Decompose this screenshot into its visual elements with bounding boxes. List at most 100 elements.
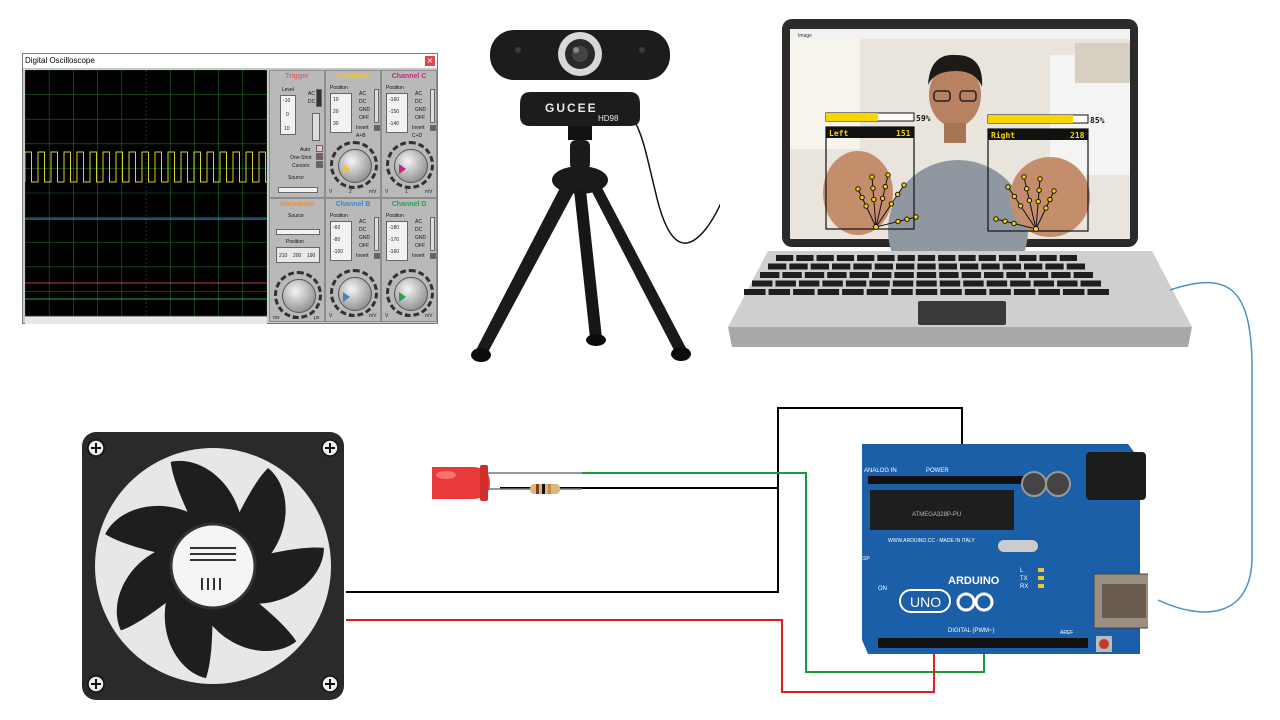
keyboard-key (1002, 263, 1021, 270)
hand-keypoint (859, 194, 865, 201)
wrist-keypoint (873, 224, 879, 230)
invert-button[interactable] (430, 125, 436, 131)
hand-keypoint (863, 203, 869, 209)
volts-knob[interactable] (338, 149, 372, 183)
hand-keypoint (993, 216, 999, 222)
laptop-base-front (728, 327, 1192, 347)
tick: -180 (389, 225, 400, 231)
invert-button[interactable] (430, 253, 436, 259)
unit-label: 1 (405, 189, 408, 195)
horizontal-source-slider[interactable] (276, 229, 320, 235)
keyboard-key (768, 289, 791, 295)
keyboard-key (877, 255, 895, 261)
keyboard-key (827, 272, 847, 278)
black-wire-gnd (500, 407, 963, 489)
keyboard-key (810, 263, 829, 270)
keyboard-key (1010, 280, 1031, 287)
trigger-edge-switch[interactable] (316, 89, 322, 107)
unit-label: V (385, 189, 389, 195)
knob-indicator (399, 292, 406, 302)
keyboard-key (938, 263, 957, 270)
channel-position-slider[interactable]: -60-80-100 (330, 221, 352, 261)
coupling-switch[interactable] (430, 89, 435, 123)
wrist-keypoint (1033, 226, 1039, 232)
coupling-label: GND (359, 235, 371, 241)
oscilloscope-screen (25, 70, 267, 316)
horizontal-position-slider[interactable]: 210 200 190 (276, 247, 320, 263)
person-face (929, 63, 981, 127)
channel-d-title: Channel D (391, 201, 427, 208)
keyboard-key (793, 289, 815, 295)
one-shot-button[interactable] (316, 153, 323, 160)
arduino-uno-board: ATMEGA328P-PU POWER ANALOG IN WWW.ARDUIN… (858, 444, 1148, 654)
timebase-knob[interactable] (282, 279, 316, 313)
uno-badge (899, 589, 951, 613)
keyboard-key (939, 272, 959, 278)
board-brand: ARDUINO (948, 575, 1000, 587)
coupling-switch[interactable] (374, 217, 379, 251)
coupling-label: AC (415, 91, 422, 97)
invert-label: Invert (412, 253, 425, 259)
keyboard-key (894, 272, 914, 278)
unit-label: mV (425, 313, 433, 319)
coupling-label: GND (359, 107, 371, 113)
keyboard-key (1062, 289, 1085, 295)
readout: 210 (279, 253, 288, 259)
hand-keypoint (1011, 220, 1017, 227)
tripod-neck (570, 140, 590, 170)
hand-keypoint (1021, 174, 1027, 180)
keyboard-key (984, 272, 1004, 278)
right-hand-header (988, 129, 1088, 140)
keyboard-key (963, 280, 984, 287)
hand-keypoint (901, 182, 907, 188)
usb-b-socket (1102, 584, 1146, 618)
cursors-button[interactable] (316, 161, 323, 168)
unit-label: V (329, 189, 333, 195)
volts-knob[interactable] (394, 277, 428, 311)
invert-button[interactable] (374, 253, 380, 259)
fan-screw-crosses (91, 443, 335, 689)
left-hand-skeleton (855, 172, 919, 230)
coupling-label: OFF (415, 243, 425, 249)
invert-button[interactable] (374, 125, 380, 131)
volts-knob[interactable] (394, 149, 428, 183)
webcam-on-tripod: GUCEE HD98 (471, 30, 720, 362)
coupling-switch[interactable] (430, 217, 435, 251)
trigger-mode-switch[interactable] (312, 113, 320, 141)
board-l-label: L (1020, 568, 1024, 574)
invert-label: Invert (412, 125, 425, 131)
fan-hub (169, 522, 257, 610)
trigger-level-slider[interactable]: -10 0 10 (280, 95, 296, 135)
position-label: Position (330, 213, 348, 219)
tripod-foot (671, 347, 691, 361)
tick: -160 (389, 97, 400, 103)
tick: -160 (389, 249, 400, 255)
indicator-led (1038, 576, 1044, 580)
board-aref-label: AREF (1060, 630, 1073, 636)
horizontal-scrollbar[interactable] (25, 316, 267, 324)
unit-label: ms (273, 315, 280, 321)
tick: 30 (333, 121, 339, 127)
channel-position-slider[interactable]: -160-150-140 (386, 93, 408, 133)
crystal-oscillator (998, 540, 1038, 552)
tick: -10 (283, 98, 291, 104)
webcam-mic-right (639, 47, 645, 53)
keyboard-key (866, 289, 889, 295)
channel-position-slider[interactable]: -180-170-160 (386, 221, 408, 261)
close-icon[interactable]: × (425, 56, 435, 66)
horizontal-panel: Horizontal Source Position 210 200 190 m… (269, 198, 325, 322)
coupling-label: AC (415, 219, 422, 225)
keyboard-key (939, 280, 961, 287)
unit-label: 1m (292, 315, 299, 321)
right-hand-skeleton (993, 174, 1057, 232)
hand-keypoint (913, 214, 919, 220)
auto-button[interactable] (316, 145, 323, 152)
trigger-source-slider[interactable] (278, 187, 318, 193)
led-flange (480, 465, 488, 501)
coupling-switch[interactable] (374, 89, 379, 123)
keyboard-key (798, 280, 820, 287)
resistor-band (536, 484, 539, 494)
volts-knob[interactable] (338, 277, 372, 311)
